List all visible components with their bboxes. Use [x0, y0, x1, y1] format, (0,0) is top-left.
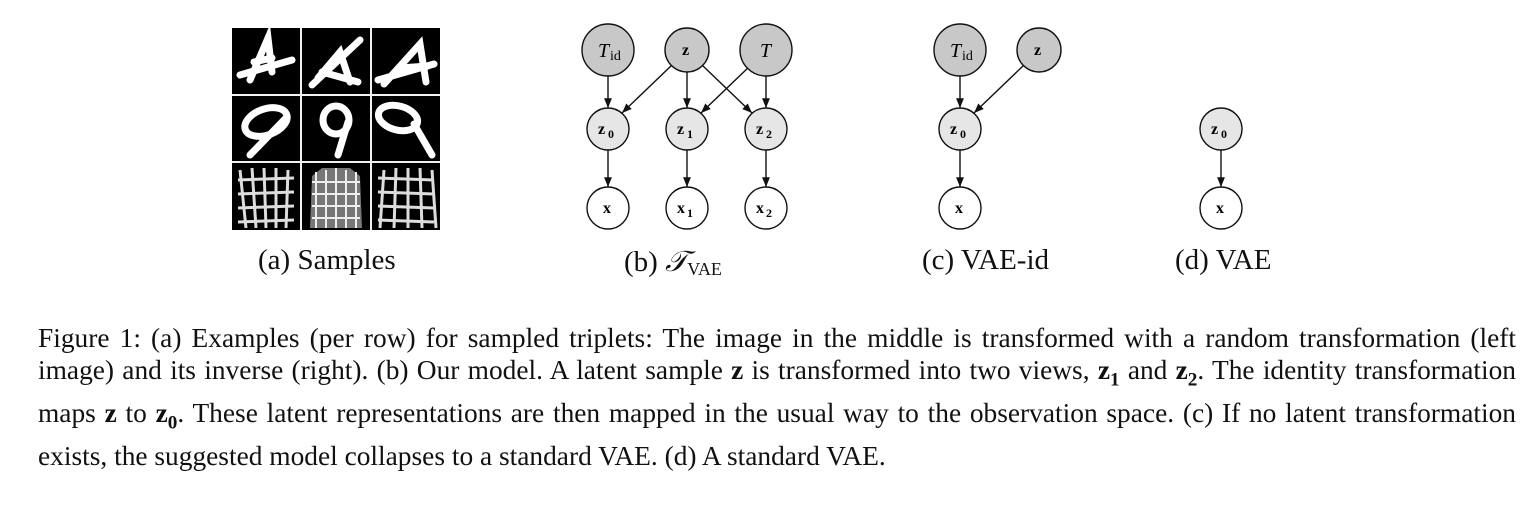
- svg-text:0: 0: [1221, 127, 1227, 141]
- node-z: z: [664, 27, 710, 73]
- svg-text:0: 0: [608, 127, 614, 141]
- vae-id-node-x: x: [938, 186, 982, 230]
- vae-id-node-z: z: [1016, 27, 1062, 73]
- node-z0: z 0: [586, 107, 630, 151]
- node-x2: x 2: [744, 186, 788, 230]
- svg-text:z: z: [598, 121, 605, 138]
- svg-text:z: z: [682, 42, 689, 59]
- sample-letter-a-left: [236, 24, 296, 84]
- sample-digit-9-middle: [319, 102, 353, 159]
- svg-text:z: z: [1034, 42, 1041, 59]
- svg-text:T: T: [760, 40, 773, 62]
- subcaption-b-title: 𝒯: [665, 244, 688, 278]
- vae-id-node-z0: z 0: [938, 107, 982, 151]
- subcaption-c-label: (c): [922, 244, 955, 276]
- svg-text:x: x: [603, 200, 611, 217]
- subcaption-b: (b) 𝒯VAE: [624, 244, 722, 280]
- svg-text:z: z: [1211, 121, 1218, 138]
- tvae-edges: [604, 64, 770, 187]
- svg-text:1: 1: [687, 127, 693, 141]
- svg-text:x: x: [955, 200, 963, 217]
- sample-digit-9-right: [374, 101, 436, 159]
- svg-text:x: x: [756, 200, 764, 217]
- vae-node-z0: z 0: [1199, 107, 1243, 151]
- sample-shirt-middle: [310, 168, 362, 228]
- sample-letter-a-middle: [308, 36, 364, 89]
- svg-text:T: T: [598, 40, 611, 62]
- svg-text:id: id: [962, 49, 973, 64]
- node-x1: x 1: [665, 186, 709, 230]
- node-z2: z 2: [744, 107, 788, 151]
- subcaption-b-title-sub: VAE: [687, 258, 722, 279]
- svg-text:z: z: [677, 121, 684, 138]
- figure-caption-text: Figure 1: (a) Examples (per row) for sam…: [38, 323, 1516, 471]
- node-t: T: [739, 23, 793, 77]
- node-t-id: T id: [581, 23, 635, 77]
- samples-image-grid: [232, 24, 440, 230]
- subcaption-b-label: (b): [624, 246, 658, 278]
- svg-text:2: 2: [766, 206, 772, 220]
- svg-text:z: z: [756, 121, 763, 138]
- vae-id-edges: [956, 64, 1025, 187]
- vae-id-node-t-id: T id: [933, 23, 987, 77]
- subcaption-a: (a) Samples: [258, 244, 396, 277]
- sample-digit-9-left: [241, 104, 291, 159]
- subcaption-c: (c) VAE-id: [922, 244, 1049, 277]
- svg-text:2: 2: [766, 127, 772, 141]
- subcaption-d-title: VAE: [1215, 244, 1272, 276]
- subcaption-a-title: Samples: [297, 244, 396, 276]
- vae-node-x: x: [1199, 186, 1243, 230]
- svg-text:x: x: [1216, 200, 1224, 217]
- svg-text:1: 1: [687, 206, 693, 220]
- svg-text:x: x: [677, 200, 685, 217]
- node-x: x: [586, 186, 630, 230]
- sample-shirt-right: [377, 167, 438, 229]
- node-z1: z 1: [665, 107, 709, 151]
- subcaption-d: (d) VAE: [1175, 244, 1271, 277]
- sample-letter-a-right: [374, 36, 438, 88]
- svg-text:T: T: [950, 40, 963, 62]
- subcaption-c-title: VAE-id: [960, 244, 1049, 276]
- svg-text:0: 0: [960, 127, 966, 141]
- svg-text:id: id: [610, 49, 621, 64]
- sample-shirt-left: [237, 167, 295, 229]
- subcaption-d-label: (d): [1175, 244, 1209, 276]
- figure-caption: Figure 1: (a) Examples (per row) for sam…: [38, 322, 1516, 472]
- subcaption-a-label: (a): [258, 244, 291, 276]
- svg-text:z: z: [950, 121, 957, 138]
- figure-graphic: T id z T z 0 z 1 z 2 x x 1 x 2 T: [232, 23, 1243, 230]
